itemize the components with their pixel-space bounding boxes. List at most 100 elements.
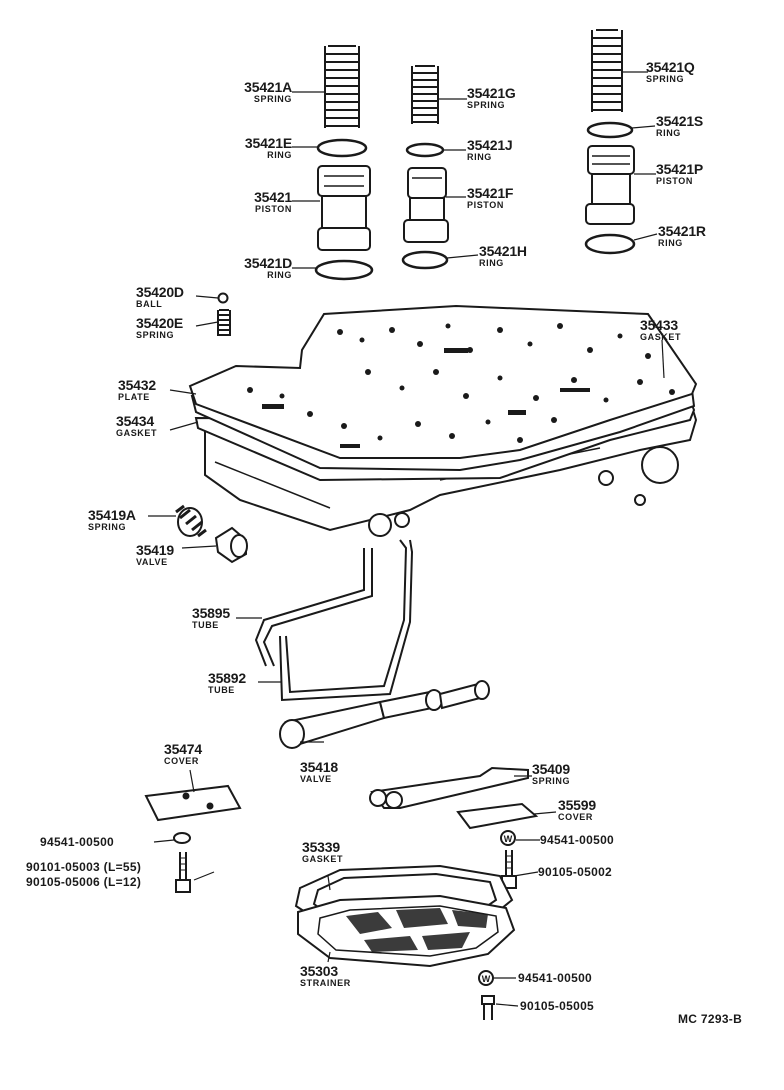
- label-35421P: 35421P PISTON: [656, 162, 703, 186]
- part-name: BALL: [136, 299, 163, 309]
- label-bolt-bottom: 90105-05005: [520, 999, 595, 1013]
- valve-35418-drawing: [279, 680, 490, 749]
- part-name: RING: [479, 258, 504, 268]
- part-name: VALVE: [136, 557, 168, 567]
- piston-35421-drawing: [317, 165, 371, 251]
- label-35421S: 35421S RING: [656, 114, 703, 138]
- spring-35421G-drawing: [411, 65, 439, 124]
- part-name: RING: [656, 128, 681, 138]
- part-name: SPRING: [467, 100, 506, 110]
- bolt-left-drawing: [175, 852, 191, 893]
- part-number: 35421P: [656, 161, 704, 177]
- part-name: SPRING: [136, 330, 175, 340]
- part-name: RING: [658, 238, 683, 248]
- part-number: 35421R: [658, 223, 706, 239]
- strainer-mesh: [346, 908, 488, 952]
- part-name: COVER: [558, 812, 594, 822]
- label-35895: 35895 TUBE: [192, 606, 230, 630]
- valve-35419-drawing: [214, 526, 248, 564]
- part-name: PLATE: [118, 392, 150, 402]
- part-number: 35892: [208, 670, 246, 686]
- label-35433: 35433 GASKET: [640, 318, 681, 342]
- bolt-bottom-drawing: [481, 995, 495, 1020]
- label-35432: 35432 PLATE: [118, 378, 156, 402]
- label-35434: 35434 GASKET: [116, 414, 157, 438]
- part-number: 35433: [640, 317, 678, 333]
- label-35303: 35303 STRAINER: [300, 964, 351, 988]
- part-number: 35418: [300, 759, 338, 775]
- ring-35421E-shape: [316, 138, 368, 158]
- label-washer-bottom: 94541-00500: [518, 971, 593, 985]
- label-washer-left: 94541-00500: [40, 835, 115, 849]
- label-35421J: 35421J RING: [467, 138, 513, 162]
- piston-35421P-drawing: [585, 145, 635, 225]
- part-name: PISTON: [467, 200, 504, 210]
- part-name: GASKET: [640, 332, 682, 342]
- part-number: 35432: [118, 377, 156, 393]
- ball-35420D-drawing: [217, 292, 229, 304]
- svg-text:W: W: [482, 974, 491, 984]
- washer-right-drawing: W: [500, 830, 516, 846]
- label-35599: 35599 COVER: [558, 798, 596, 822]
- part-name: RING: [267, 150, 292, 160]
- part-number: 35420D: [136, 284, 184, 300]
- part-number: 35434: [116, 413, 154, 429]
- part-number: 35421G: [467, 85, 516, 101]
- label-35418: 35418 VALVE: [300, 760, 338, 784]
- ring-35421R-shape: [584, 233, 636, 255]
- part-number: 35474: [164, 741, 202, 757]
- part-name: VALVE: [300, 774, 332, 784]
- spring-35420E-drawing: [217, 309, 231, 336]
- part-number: 35895: [192, 605, 230, 621]
- part-name: TUBE: [192, 620, 219, 630]
- cover-35474-drawing: [144, 784, 242, 822]
- label-35409: 35409 SPRING: [532, 762, 570, 786]
- spring-35419A-drawing: [175, 504, 207, 538]
- part-name: STRAINER: [300, 978, 351, 988]
- label-bolt-left-1: 90101-05003 (L=55): [26, 860, 142, 874]
- label-35339: 35339 GASKET: [302, 840, 343, 864]
- part-number: 35421D: [244, 255, 292, 271]
- spring-35409-drawing: [369, 766, 529, 809]
- part-number: 35421F: [467, 185, 514, 201]
- part-name: TUBE: [208, 685, 235, 695]
- label-bolt-right: 90105-05002: [538, 865, 613, 879]
- label-35419: 35419 VALVE: [136, 543, 174, 567]
- tube-35892-drawing: [279, 539, 414, 702]
- part-number: 35421H: [479, 243, 527, 259]
- part-number: 35599: [558, 797, 596, 813]
- label-35421H: 35421H RING: [479, 244, 527, 268]
- part-number: 35421Q: [646, 59, 695, 75]
- part-name: SPRING: [253, 94, 292, 104]
- part-number: 35420E: [136, 315, 184, 331]
- part-name: RING: [467, 152, 492, 162]
- ring-35421J-shape: [405, 142, 445, 158]
- label-bolt-left-2: 90105-05006 (L=12): [26, 875, 142, 889]
- part-number: 35419: [136, 542, 174, 558]
- label-35474: 35474 COVER: [164, 742, 202, 766]
- part-name: SPRING: [88, 522, 127, 532]
- diagram-code: MC 7293-B: [678, 1012, 743, 1026]
- svg-text:W: W: [504, 834, 513, 844]
- label-35421F: 35421F PISTON: [467, 186, 513, 210]
- piston-35421F-drawing: [403, 167, 449, 243]
- washer-left-drawing: [173, 832, 191, 844]
- label-35421: 35421 PISTON: [218, 190, 292, 214]
- label-35892: 35892 TUBE: [208, 671, 246, 695]
- part-name: RING: [267, 270, 292, 280]
- label-35419A: 35419A SPRING: [88, 508, 136, 532]
- ring-35421H-shape: [401, 250, 449, 270]
- part-number: 35421J: [467, 137, 513, 153]
- washer-bottom-drawing: W: [478, 970, 494, 986]
- label-35421E: 35421E RING: [218, 136, 292, 160]
- part-name: GASKET: [302, 854, 344, 864]
- spring-35421Q-drawing: [591, 29, 623, 112]
- part-name: GASKET: [116, 428, 158, 438]
- label-35420D: 35420D BALL: [136, 285, 184, 309]
- label-35421Q: 35421Q SPRING: [646, 60, 695, 84]
- part-number: 35421: [254, 189, 292, 205]
- ring-35421D-shape: [314, 259, 374, 281]
- label-35420E: 35420E SPRING: [136, 316, 183, 340]
- label-35421D: 35421D RING: [218, 256, 292, 280]
